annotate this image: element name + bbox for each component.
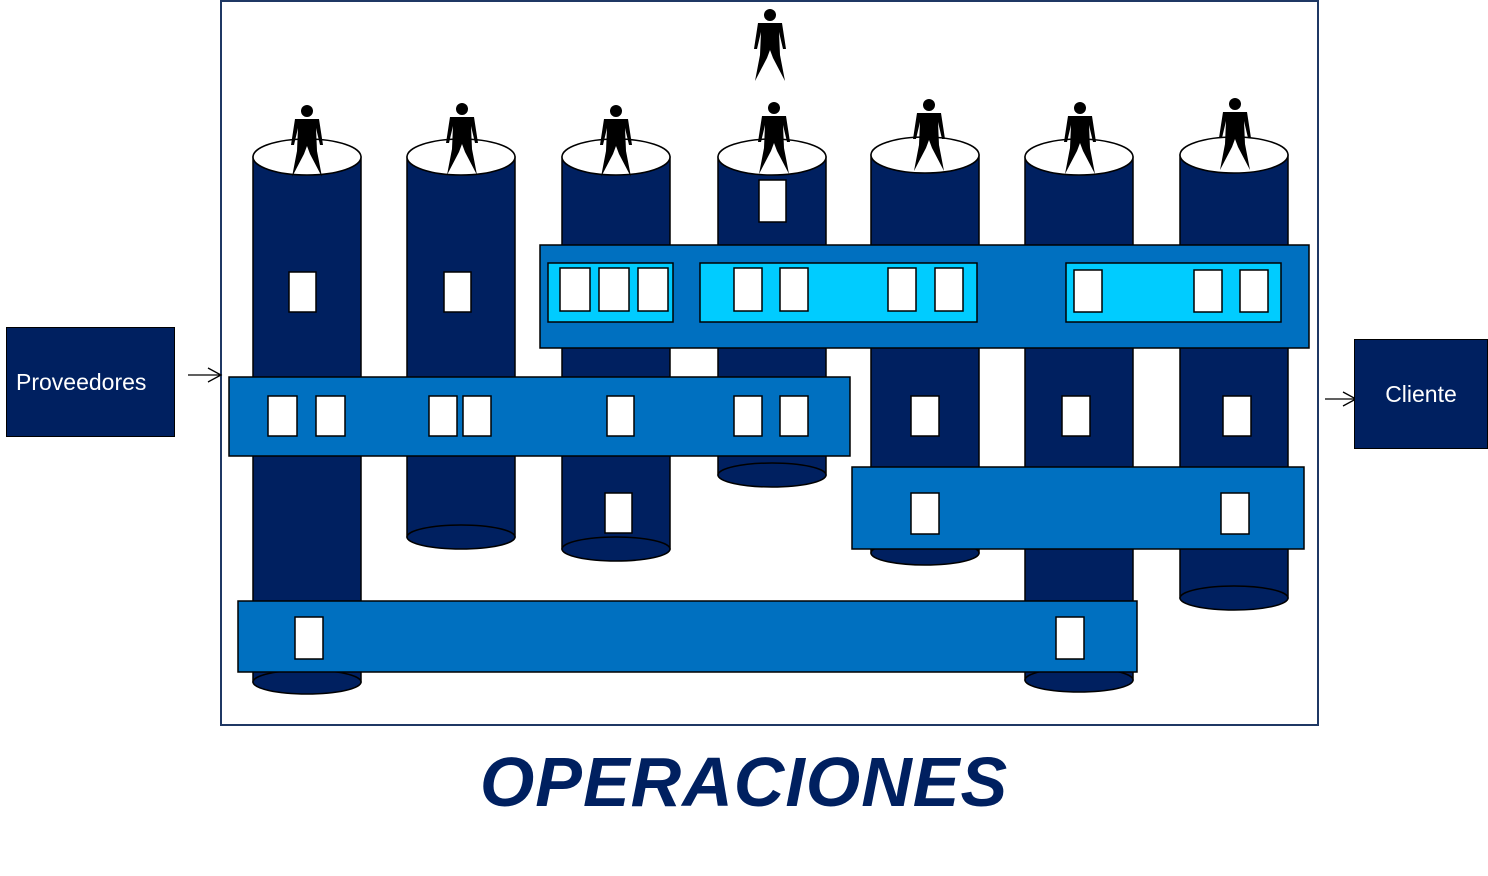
window — [910, 395, 940, 437]
window — [1193, 269, 1223, 313]
window — [1222, 395, 1252, 437]
band-bottom — [237, 600, 1138, 673]
diagram-title: OPERACIONES — [479, 743, 1009, 821]
window — [267, 395, 298, 437]
window — [934, 267, 964, 312]
window — [733, 395, 763, 437]
pillar-windows — [288, 179, 787, 313]
customer-box: Cliente — [1354, 339, 1488, 449]
band-middle — [228, 376, 851, 457]
supplier-box: Proveedores — [6, 327, 175, 437]
window — [559, 267, 591, 312]
window — [606, 395, 635, 437]
arrow-right-icon — [188, 367, 223, 383]
window — [1061, 395, 1091, 437]
window — [1239, 269, 1269, 313]
window — [733, 267, 763, 312]
pillar-3 — [561, 138, 671, 562]
window — [637, 267, 669, 312]
supplier-label: Proveedores — [16, 368, 147, 395]
window — [288, 271, 317, 313]
window — [1073, 269, 1103, 313]
window — [294, 616, 324, 660]
window — [1055, 616, 1085, 660]
window — [1220, 492, 1250, 535]
window — [428, 395, 458, 437]
window — [604, 492, 633, 534]
window — [598, 267, 630, 312]
window — [315, 395, 346, 437]
customer-label: Cliente — [1385, 380, 1457, 407]
window — [462, 395, 492, 437]
arrow-right-icon — [1325, 391, 1358, 407]
pillar-2 — [406, 138, 516, 550]
window — [779, 395, 809, 437]
window — [443, 271, 472, 313]
pillar-windows-mid — [604, 395, 1252, 534]
band-upper — [539, 244, 1310, 349]
band-lower-right — [851, 466, 1305, 550]
window — [910, 492, 940, 535]
window — [887, 267, 917, 312]
window — [758, 179, 787, 223]
window — [779, 267, 809, 312]
